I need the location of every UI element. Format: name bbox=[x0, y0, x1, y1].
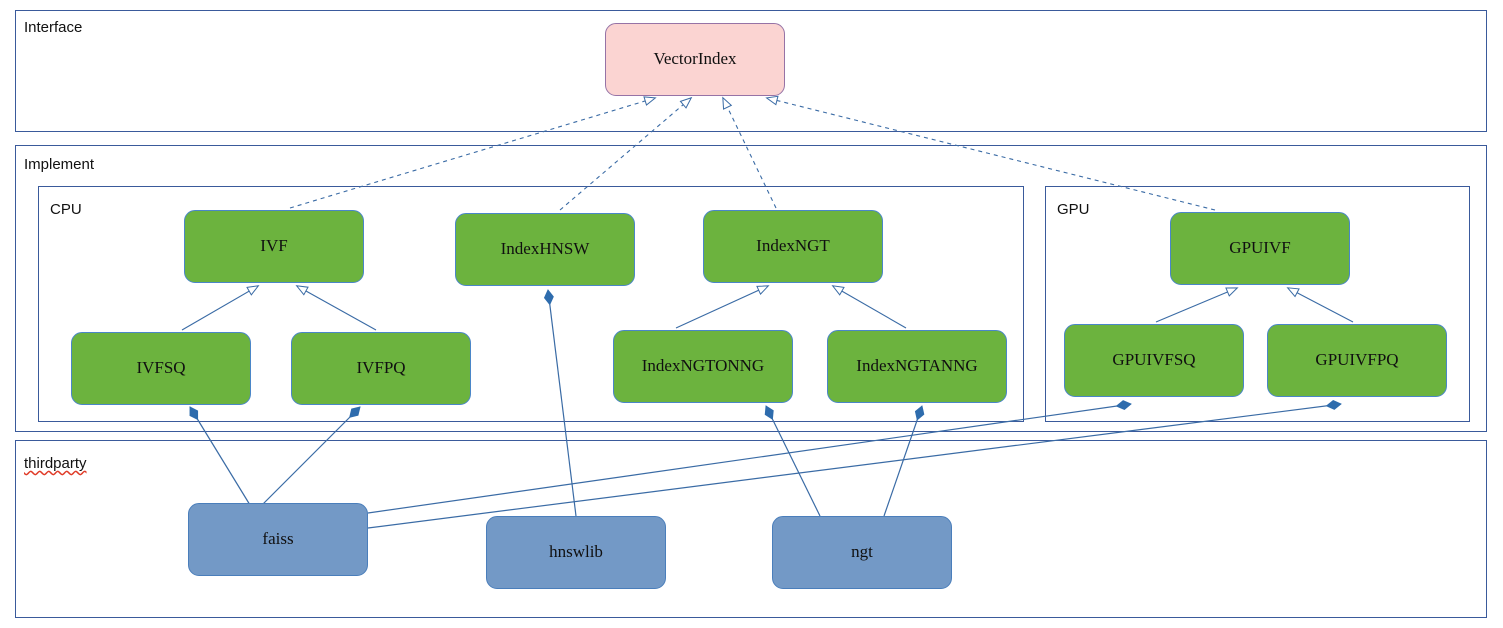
node-ivfpq[interactable]: IVFPQ bbox=[291, 332, 471, 405]
group-label-gpu: GPU bbox=[1057, 201, 1090, 218]
group-label-cpu: CPU bbox=[50, 201, 82, 218]
node-indexngtanng[interactable]: IndexNGTANNG bbox=[827, 330, 1007, 403]
node-hnswlib[interactable]: hnswlib bbox=[486, 516, 666, 589]
node-indexngtonng[interactable]: IndexNGTONNG bbox=[613, 330, 793, 403]
node-label-vectorindex: VectorIndex bbox=[653, 49, 737, 69]
node-label-gpuivfsq: GPUIVFSQ bbox=[1112, 350, 1196, 370]
node-indexhnsw[interactable]: IndexHNSW bbox=[455, 213, 635, 286]
node-ivf[interactable]: IVF bbox=[184, 210, 364, 283]
node-ngt[interactable]: ngt bbox=[772, 516, 952, 589]
node-label-ivfpq: IVFPQ bbox=[356, 358, 406, 378]
node-indexngt[interactable]: IndexNGT bbox=[703, 210, 883, 283]
node-label-indexngt: IndexNGT bbox=[756, 236, 830, 256]
node-faiss[interactable]: faiss bbox=[188, 503, 368, 576]
node-label-faiss: faiss bbox=[262, 529, 294, 549]
node-label-hnswlib: hnswlib bbox=[549, 542, 603, 562]
node-gpuivfpq[interactable]: GPUIVFPQ bbox=[1267, 324, 1447, 397]
node-label-gpuivfpq: GPUIVFPQ bbox=[1315, 350, 1399, 370]
node-label-ngt: ngt bbox=[851, 542, 873, 562]
node-label-indexngtonng: IndexNGTONNG bbox=[641, 356, 765, 376]
node-label-indexhnsw: IndexHNSW bbox=[500, 239, 590, 259]
node-gpuivf[interactable]: GPUIVF bbox=[1170, 212, 1350, 285]
node-gpuivfsq[interactable]: GPUIVFSQ bbox=[1064, 324, 1244, 397]
node-label-ivfsq: IVFSQ bbox=[136, 358, 186, 378]
node-label-gpuivf: GPUIVF bbox=[1229, 238, 1291, 258]
node-ivfsq[interactable]: IVFSQ bbox=[71, 332, 251, 405]
group-label-interface: Interface bbox=[24, 19, 83, 36]
group-label-implement: Implement bbox=[24, 156, 95, 173]
node-label-ivf: IVF bbox=[260, 236, 288, 256]
group-label-thirdparty: thirdparty bbox=[24, 455, 87, 472]
node-vectorindex[interactable]: VectorIndex bbox=[605, 23, 785, 96]
node-label-indexngtanng: IndexNGTANNG bbox=[856, 356, 978, 376]
